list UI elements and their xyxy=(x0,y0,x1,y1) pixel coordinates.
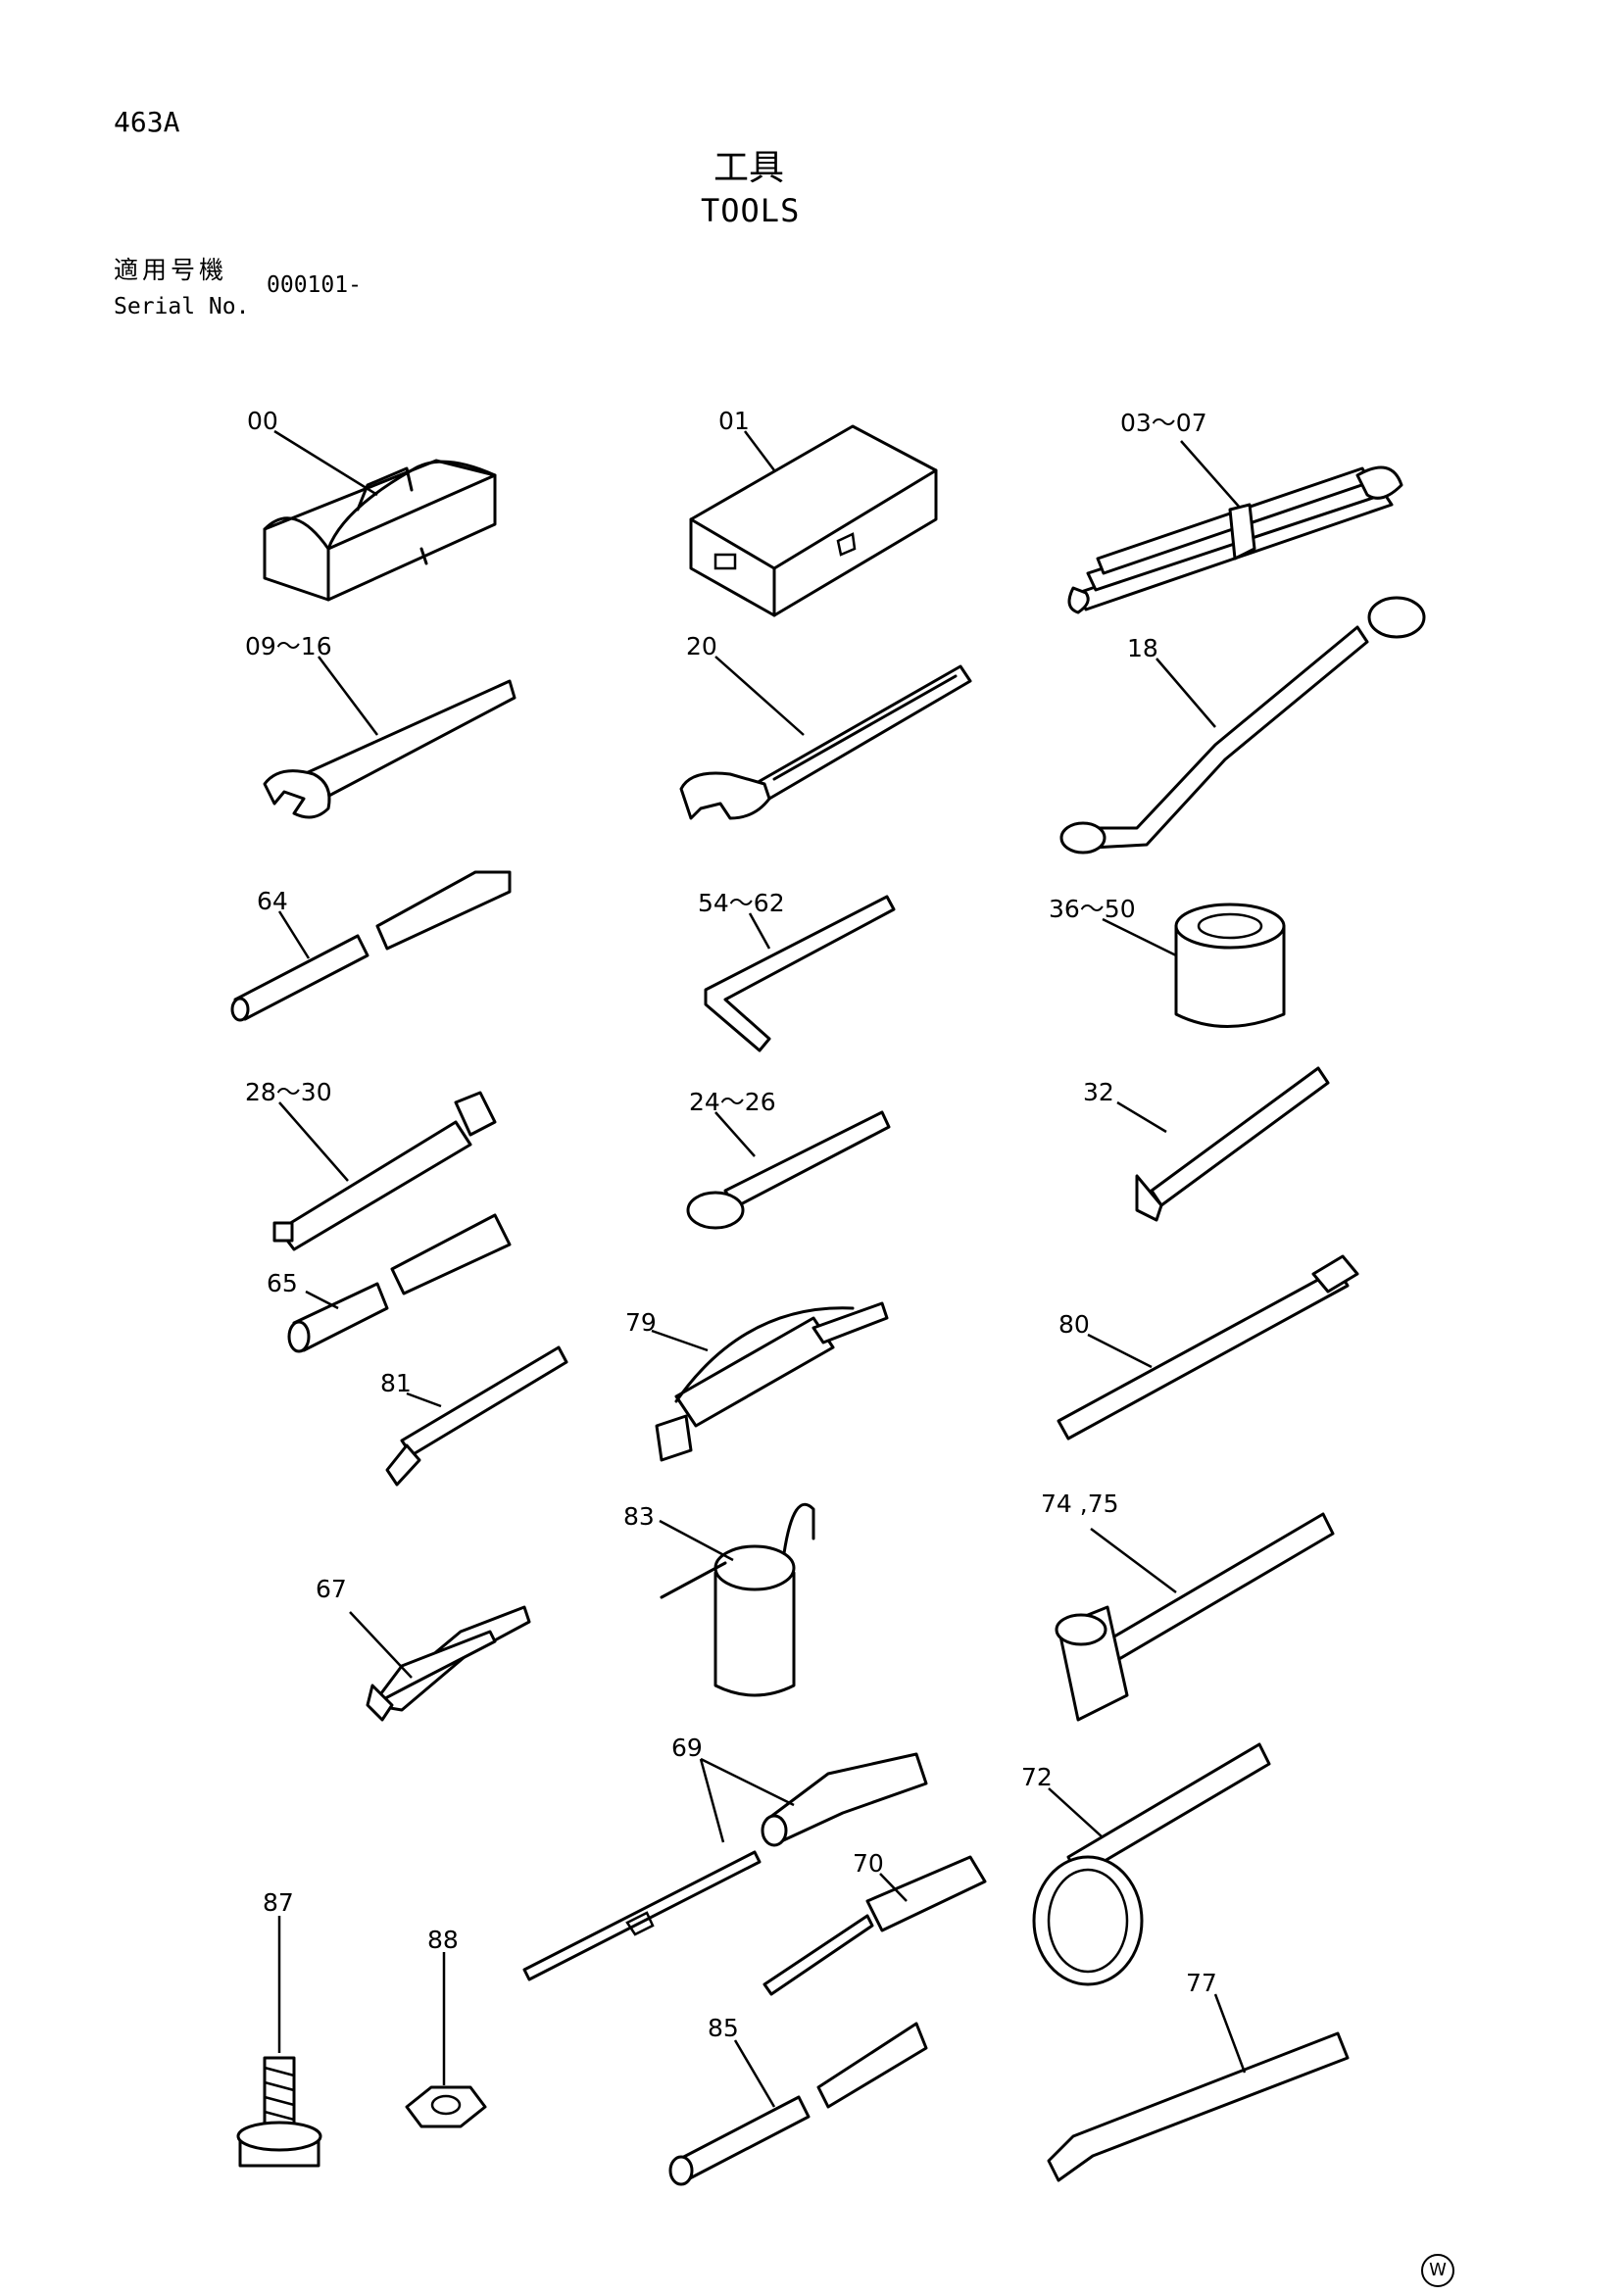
callout-79: 79 xyxy=(625,1308,657,1337)
bent-bar-icon xyxy=(385,1345,568,1487)
callout-80: 80 xyxy=(1058,1310,1090,1339)
grease-gun-icon xyxy=(655,1301,889,1462)
callout-28-30: 28～30 xyxy=(245,1078,332,1106)
socket-icon xyxy=(1174,903,1286,1028)
torque-bar-icon xyxy=(1057,1254,1359,1441)
wrench-set-icon xyxy=(1067,465,1403,614)
callout-54-62: 54～62 xyxy=(698,889,785,917)
callout-65: 65 xyxy=(267,1269,298,1297)
callout-77: 77 xyxy=(1186,1969,1217,1997)
tool-case-icon xyxy=(689,424,938,617)
callout-36-50: 36～50 xyxy=(1049,895,1136,923)
ratchet-handle-icon xyxy=(686,1110,891,1230)
callout-83: 83 xyxy=(623,1502,655,1531)
serial-label-ja: 適用号機 xyxy=(114,256,228,284)
page-title-ja: 工具 xyxy=(713,148,785,188)
l-wrench-icon xyxy=(1135,1066,1330,1222)
chisel-icon xyxy=(1047,2031,1350,2182)
callout-72: 72 xyxy=(1021,1763,1053,1791)
screwdriver-icon xyxy=(522,1752,928,1981)
callout-70: 70 xyxy=(853,1849,884,1878)
callout-01: 01 xyxy=(718,407,750,435)
extension-bar-icon xyxy=(272,1091,497,1251)
toolbox-icon xyxy=(263,459,497,602)
page-code: 463A xyxy=(114,106,180,138)
watermark-icon: W xyxy=(1421,2254,1454,2287)
oil-can-icon xyxy=(660,1502,815,1697)
callout-69: 69 xyxy=(671,1734,703,1762)
nut-icon xyxy=(405,2085,487,2128)
hex-key-icon xyxy=(704,895,896,1052)
pliers-icon xyxy=(366,1605,531,1722)
callout-67: 67 xyxy=(316,1575,347,1603)
callout-24-26: 24～26 xyxy=(689,1088,776,1116)
bolt-icon xyxy=(236,2056,322,2168)
callout-03-07: 03～07 xyxy=(1120,409,1207,437)
callout-64: 64 xyxy=(257,887,288,915)
adjustable-wrench-icon xyxy=(679,664,972,820)
callout-87: 87 xyxy=(263,1888,294,1917)
pipe-icon xyxy=(668,2022,928,2186)
pipe-icon xyxy=(287,1213,512,1353)
screwdriver-icon xyxy=(762,1855,987,1996)
pipe-icon xyxy=(230,870,512,1022)
callout-88: 88 xyxy=(427,1926,459,1954)
callout-32: 32 xyxy=(1083,1078,1114,1106)
callout-74-75: 74 ,75 xyxy=(1041,1490,1119,1518)
page-title-en: TOOLS xyxy=(701,192,801,229)
callout-20: 20 xyxy=(686,632,717,660)
serial-value: 000101- xyxy=(267,272,362,298)
callout-09-16: 09～16 xyxy=(245,632,332,660)
serial-label-en: Serial No. xyxy=(114,294,250,319)
callout-00: 00 xyxy=(247,407,278,435)
hammer-icon xyxy=(1055,1512,1335,1722)
spanner-icon xyxy=(263,679,516,819)
callout-85: 85 xyxy=(708,2014,739,2042)
callout-18: 18 xyxy=(1127,634,1158,662)
ring-wrench-icon xyxy=(1059,596,1426,855)
filter-wrench-icon xyxy=(1032,1742,1271,1986)
callout-81: 81 xyxy=(380,1369,412,1397)
